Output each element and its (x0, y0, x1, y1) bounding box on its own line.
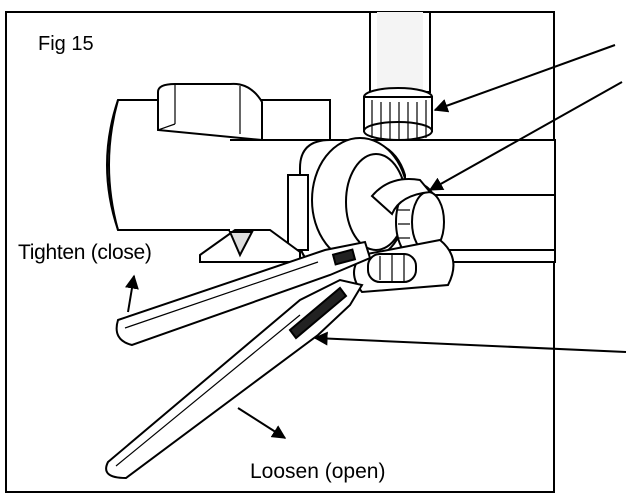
tighten-label: Tighten (close) (18, 241, 152, 264)
loosen-arrow (237, 407, 287, 439)
figure-title: Fig 15 (38, 33, 94, 55)
vertical-pipe (369, 11, 431, 93)
leader-line-wrench (313, 331, 627, 353)
leader-line-outlet-union (428, 81, 623, 191)
leader-line-union-nut (433, 44, 616, 113)
wrench-handle-upper (115, 240, 372, 347)
wrench-handle-lower (105, 278, 364, 480)
pump-housing (287, 137, 409, 263)
union-nut (363, 87, 433, 141)
loosen-label: Loosen (open) (250, 460, 386, 483)
tighten-arrow (125, 274, 139, 313)
pump-base (199, 229, 301, 263)
wrench-jaws (353, 178, 455, 294)
